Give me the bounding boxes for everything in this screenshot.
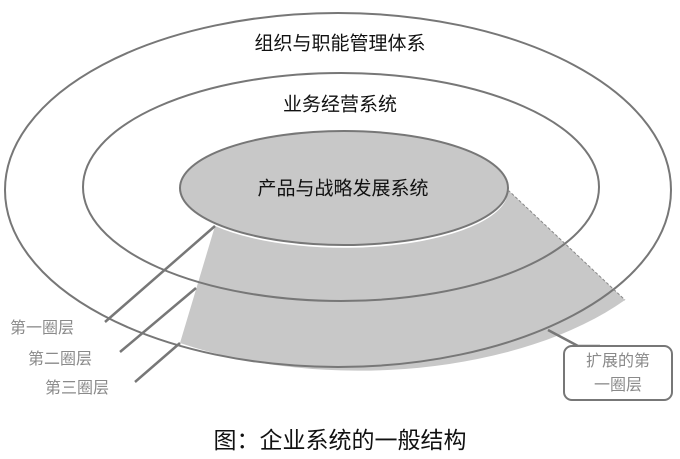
expansion-dashed-line	[507, 189, 626, 301]
callout-line-2: 一圈层	[593, 375, 642, 394]
expanded-layer-callout: 扩展的第 一圈层	[563, 345, 673, 401]
figure-caption: 图：企业系统的一般结构	[213, 428, 467, 454]
inner-ring-label: 产品与战略发展系统	[257, 177, 429, 200]
layer-3-label: 第三圈层	[45, 378, 110, 397]
middle-ring-label: 业务经营系统	[282, 93, 398, 116]
middle-ellipse	[82, 72, 600, 302]
leader-line-layer-3	[134, 342, 181, 383]
outer-ellipse	[4, 12, 672, 368]
callout-line-1: 扩展的第	[585, 351, 650, 370]
shaded-sector	[180, 190, 625, 371]
layer-1-label: 第一圈层	[10, 318, 75, 337]
inner-ellipse	[179, 130, 509, 246]
leader-line-layer-1	[104, 225, 216, 323]
layer-2-label: 第二圈层	[28, 349, 93, 368]
outer-ring-label: 组织与职能管理体系	[254, 32, 426, 55]
leader-line-layer-2	[119, 287, 197, 353]
